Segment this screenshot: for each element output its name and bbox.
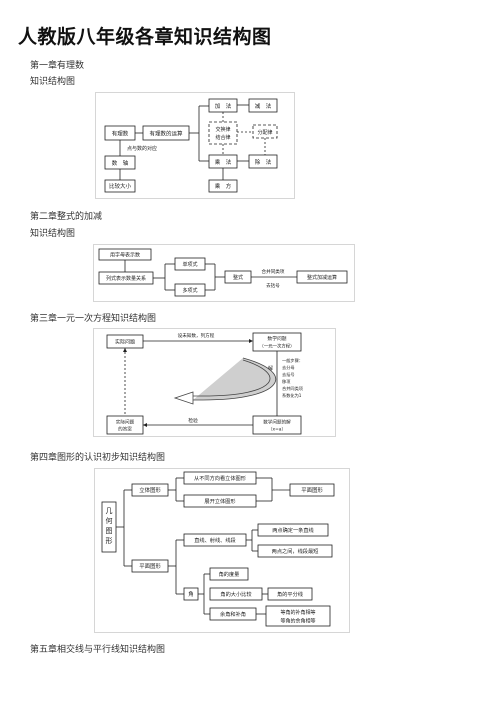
node-real-problem-label: 实际问题 (115, 339, 135, 346)
chapter-2-diagram: 用字母表示数 列式表示数量关系 单项式 多项式 整式 合并同类项 去括号 整式加… (93, 244, 355, 302)
rational-numbers-structure: 有理数 有理数的运算 点与数的对应 数 轴 比较大小 加 法 减 法 交换律 结… (95, 92, 295, 199)
steps-0: 一般步骤： (282, 357, 303, 364)
steps-5: 系数化为1 (282, 392, 302, 399)
chapter-4-diagram: 几 何 图 形 立体图形 从不同方向看立体图形 展开立体图形 平面图形 平面图形… (94, 468, 350, 633)
node-addsub-label: 整式加减运算 (307, 274, 337, 281)
node-polynomial-label: 多项式 (182, 287, 197, 294)
node-shortest (257, 544, 333, 558)
node-math-answer-sub: （x=a） (268, 427, 286, 433)
node-compare-label: 比较大小 (109, 182, 132, 190)
node-angle-measure-label: 角的度量 (219, 570, 240, 578)
node-div (248, 154, 278, 169)
node-two-points-label: 两点确定一条直线 (272, 526, 314, 534)
combine-label: 合并同类项 (262, 268, 285, 275)
node-mul-label: 乘 法 (215, 158, 232, 166)
node-plane-label: 平面图形 (139, 562, 161, 570)
check-label: 检验 (188, 417, 198, 424)
node-comp-supp-label: 余角和补角 (220, 610, 246, 618)
node-shortest-label: 两点之间，线段最短 (272, 547, 319, 555)
node-angle-compare-label: 角的大小比较 (220, 590, 251, 598)
node-compare (104, 179, 136, 193)
laws-line-1: 交换律 (215, 126, 230, 133)
node-bisector-label: 角的平分线 (277, 590, 303, 598)
node-letters-label: 用字母表示数 (110, 252, 140, 259)
chapter-1-heading: 第一章有理数 (30, 61, 85, 71)
chapter-3-heading: 第三章一元一次方程知识结构图 (30, 314, 157, 324)
node-laws (208, 121, 238, 145)
node-real-answer-line-2: 的答案 (118, 426, 132, 433)
chapter-1-diagram: 有理数 有理数的运算 点与数的对应 数 轴 比较大小 加 法 减 法 交换律 结… (95, 92, 295, 199)
node-addsub (296, 270, 348, 284)
page-title: 人教版八年级各章知识结构图 (18, 26, 272, 48)
node-div-label: 除 法 (255, 158, 272, 166)
node-two-points (257, 523, 329, 537)
node-integral-label: 整式 (233, 274, 243, 281)
node-math-problem-sub: （一元一次方程） (259, 343, 294, 350)
chapter-4-heading: 第四章图形的认识初步知识结构图 (30, 453, 166, 463)
node-real-answer-line-1: 实际问题 (116, 419, 135, 426)
node-angle-label: 角 (188, 590, 193, 598)
chapter-2-heading: 第二章整式的加减 (30, 212, 103, 222)
node-sub-label: 减 法 (255, 102, 272, 110)
chapter-5-heading: 第五章相交线与平行线知识结构图 (30, 645, 166, 655)
chapter-2-subheading: 知识结构图 (30, 229, 76, 239)
eq-line-2: 等角的余角相等 (280, 618, 315, 625)
node-solid-label: 立体图形 (139, 486, 161, 494)
node-sub (248, 98, 278, 113)
set-unknown-label: 设未知数，列方程 (178, 332, 215, 339)
node-add-label: 加 法 (215, 102, 232, 110)
node-dist-label: 分配律 (257, 129, 272, 136)
geometry-char-3: 图 (106, 527, 113, 535)
node-math-answer (252, 415, 302, 435)
node-rational-label: 有理数 (112, 130, 129, 138)
node-number-axis-label: 数 轴 (112, 159, 129, 167)
steps-1: 去分母 (282, 364, 295, 371)
node-unfold-label: 展开立体图形 (204, 497, 236, 505)
steps-3: 移项 (282, 378, 291, 385)
node-ops-label: 有理数的运算 (149, 130, 183, 138)
point-corr-label: 点与数的对应 (127, 145, 157, 152)
node-bisector (267, 587, 313, 601)
steps-2: 去括号 (282, 371, 295, 378)
node-lines-label: 直线、射线、线段 (194, 536, 236, 544)
node-pow (208, 179, 238, 193)
node-relation-label: 列式表示数量关系 (106, 275, 146, 282)
node-plane-right (289, 483, 335, 497)
node-views-label: 从不同方向看立体图形 (194, 474, 247, 482)
node-equal-angles (265, 605, 331, 627)
chapter-3-diagram: 实际问题 设未知数，列方程 数学问题 （一元一次方程） 解方程 一般步骤： 去分… (93, 328, 336, 437)
linear-equation-structure: 实际问题 设未知数，列方程 数学问题 （一元一次方程） 解方程 一般步骤： 去分… (93, 328, 336, 437)
curved-arrow (193, 357, 277, 401)
node-math-problem-label: 数学问题 (267, 335, 286, 342)
node-monomial-label: 单项式 (182, 261, 197, 268)
polynomial-structure: 用字母表示数 列式表示数量关系 单项式 多项式 整式 合并同类项 去括号 整式加… (93, 244, 355, 302)
geometry-char-4: 形 (106, 537, 113, 545)
geometry-char-2: 何 (106, 516, 113, 525)
geometry-char-1: 几 (106, 507, 113, 515)
laws-line-2: 结合律 (215, 134, 230, 141)
remove-bracket-label: 去括号 (266, 282, 280, 289)
chapter-1-subheading: 知识结构图 (30, 77, 76, 87)
node-dist (252, 124, 278, 139)
node-math-answer-label: 数学问题的解 (263, 419, 291, 426)
eq-line-1: 等角的补角相等 (280, 609, 315, 616)
steps-4: 合并同类项 (282, 385, 304, 392)
node-angle-measure (209, 567, 249, 581)
node-plane-right-label: 平面图形 (301, 486, 323, 494)
node-pow-label: 乘 方 (215, 182, 232, 190)
geometry-figures-structure: 几 何 图 形 立体图形 从不同方向看立体图形 展开立体图形 平面图形 平面图形… (94, 468, 350, 633)
